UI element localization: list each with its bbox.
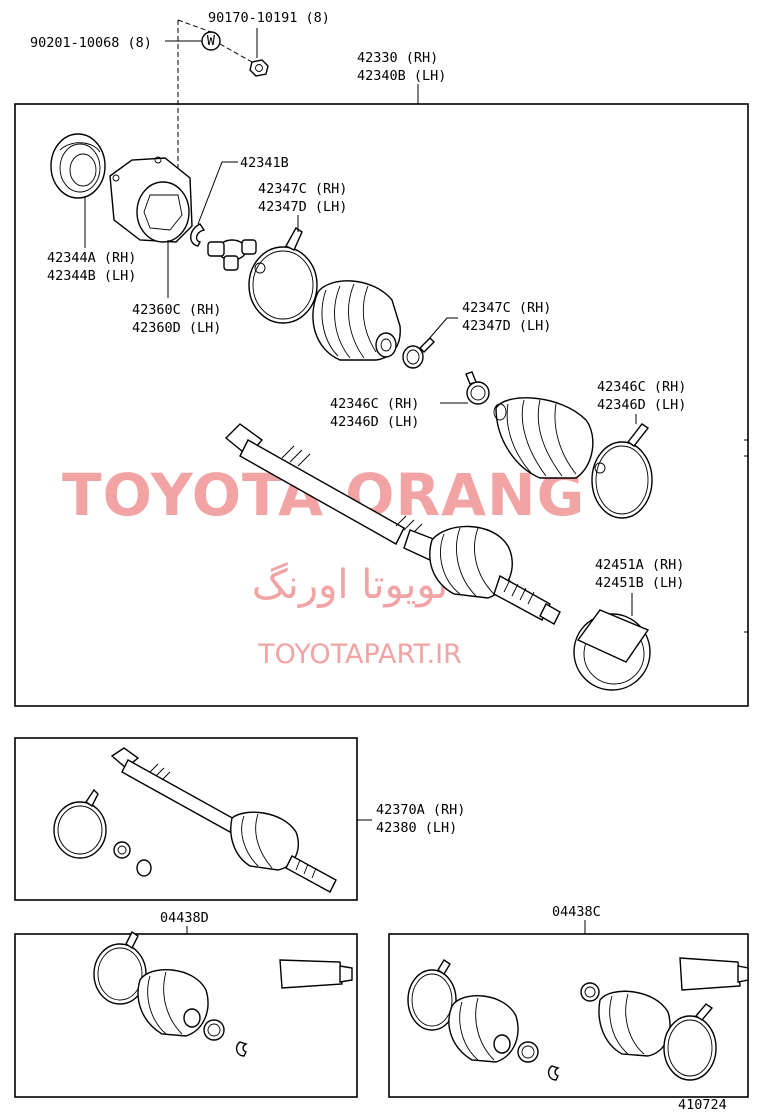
label-dust-cover-lh: 42344B (LH) bbox=[47, 268, 136, 284]
outboard-boot-kit-frame bbox=[388, 933, 749, 1098]
dust-cover-part bbox=[50, 133, 106, 199]
label-washer: 90201-10068 (8) bbox=[30, 35, 152, 51]
shaft-assembly-part bbox=[53, 747, 337, 893]
label-clamp-d-rh: 42346C (RH) bbox=[597, 379, 686, 395]
boot-clamp-large-part bbox=[248, 226, 318, 324]
label-clamp-a-rh: 42347C (RH) bbox=[258, 181, 347, 197]
tulip-housing-part bbox=[109, 156, 193, 243]
outboard-kit-parts bbox=[407, 957, 749, 1081]
label-clamp-d-lh: 42346D (LH) bbox=[597, 397, 686, 413]
label-shaft-rh: 42370A (RH) bbox=[376, 802, 465, 818]
label-clamp-a-lh: 42347D (LH) bbox=[258, 199, 347, 215]
label-shaft-lh: 42380 (LH) bbox=[376, 820, 457, 836]
washer-part: W bbox=[201, 31, 221, 51]
label-tulip-rh: 42360C (RH) bbox=[132, 302, 221, 318]
label-clamp-c-rh: 42346C (RH) bbox=[330, 396, 419, 412]
label-assembly-rh: 42330 (RH) bbox=[357, 50, 438, 66]
label-deflector-lh: 42451B (LH) bbox=[595, 575, 684, 591]
outboard-clamp-large-part bbox=[591, 423, 653, 519]
label-clamp-b-lh: 42347D (LH) bbox=[462, 318, 551, 334]
label-assembly-lh: 42340B (LH) bbox=[357, 68, 446, 84]
label-deflector-rh: 42451A (RH) bbox=[595, 557, 684, 573]
watermark-site: TOYOTAPART.IR bbox=[257, 639, 462, 670]
label-snap-ring: 42341B bbox=[240, 155, 289, 171]
snap-ring-part bbox=[190, 223, 206, 247]
washer-symbol: W bbox=[207, 33, 216, 49]
drive-shaft-part bbox=[224, 423, 561, 625]
label-kit-inboard: 04438D bbox=[160, 910, 209, 926]
label-tulip-lh: 42360D (LH) bbox=[132, 320, 221, 336]
inboard-kit-parts bbox=[93, 930, 353, 1057]
outboard-boot-part bbox=[493, 397, 594, 479]
nut-part bbox=[249, 59, 269, 77]
label-clamp-b-rh: 42347C (RH) bbox=[462, 300, 551, 316]
inboard-boot-kit-frame bbox=[14, 933, 358, 1098]
watermark-farsi: تویوتا اورنگ bbox=[252, 562, 448, 608]
main-assembly-frame bbox=[14, 103, 749, 707]
shaft-assembly-frame bbox=[14, 737, 358, 901]
figure-number: 410724 bbox=[678, 1097, 727, 1112]
boot-clamp-small-part bbox=[402, 337, 435, 369]
outboard-clamp-small-part bbox=[465, 371, 490, 405]
label-nut: 90170-10191 (8) bbox=[208, 10, 330, 26]
label-clamp-c-lh: 42346D (LH) bbox=[330, 414, 419, 430]
label-dust-cover-rh: 42344A (RH) bbox=[47, 250, 136, 266]
label-kit-outboard: 04438C bbox=[552, 904, 601, 920]
deflector-ring-part bbox=[573, 609, 651, 691]
tripod-part bbox=[207, 239, 257, 271]
inboard-boot-part bbox=[312, 280, 401, 361]
